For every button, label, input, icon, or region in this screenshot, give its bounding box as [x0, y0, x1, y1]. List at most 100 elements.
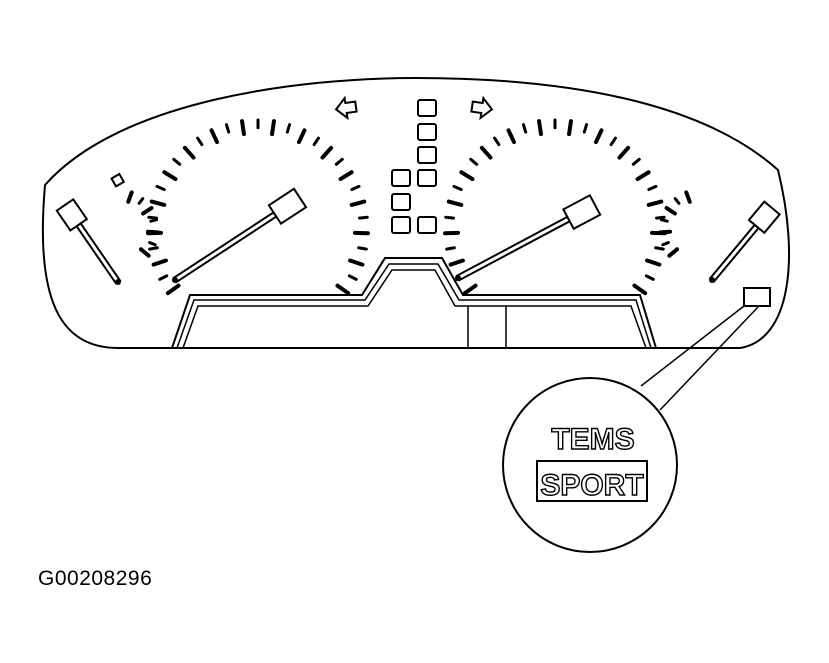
gauge-tick: [141, 206, 154, 216]
gauge-tick: [357, 246, 368, 251]
gauge-tick: [165, 283, 181, 296]
gauge-tick: [182, 145, 196, 160]
needle-shaft: [75, 221, 122, 285]
gauge-tick: [285, 123, 292, 134]
callout-sport-text: SPORT: [540, 469, 643, 502]
gauge-tick: [350, 184, 361, 192]
gauge-tick: [645, 258, 662, 267]
gauge-tick: [348, 258, 365, 267]
gauge-tick: [338, 170, 354, 182]
gauge-tick: [148, 241, 157, 247]
callout-circle: [502, 377, 678, 553]
gauge-tick: [334, 157, 344, 166]
needle-tip: [267, 187, 308, 226]
warning-light: [417, 169, 437, 187]
gauge-tick: [240, 119, 246, 137]
gauge-tick: [446, 199, 464, 207]
needle-shaft: [455, 215, 572, 282]
warning-light: [417, 123, 437, 141]
gauge-tick: [659, 218, 669, 223]
fuel-icon: [110, 172, 126, 188]
gauge-tick: [646, 199, 664, 207]
gauge-tick: [617, 145, 631, 160]
gauge-tick: [644, 274, 655, 281]
gauge-tick: [358, 215, 369, 220]
callout-tems-text: TEMS: [551, 423, 634, 456]
gauge-tick: [635, 170, 651, 182]
gauge-tick: [664, 206, 677, 216]
gauge-tick: [312, 136, 320, 147]
gauge-tick: [631, 157, 641, 166]
warning-light: [391, 169, 411, 187]
warning-light: [417, 146, 437, 164]
warning-light: [417, 99, 437, 117]
gauge-tick: [172, 157, 182, 166]
figure-id: G00208296: [38, 567, 153, 590]
needle-shaft: [172, 210, 278, 284]
gauge-tick: [684, 190, 692, 204]
gauge-tick: [667, 247, 680, 258]
gauge-tick: [149, 218, 159, 223]
right-small-gauge-needle: [708, 200, 782, 284]
gauge-tick: [479, 145, 493, 160]
gauge-tick: [296, 128, 307, 145]
gauge-tick: [654, 246, 665, 251]
gauge-tick: [609, 136, 617, 147]
gauge-tick: [444, 215, 455, 220]
gauge-tick: [448, 258, 465, 267]
needle-tip: [55, 197, 89, 232]
gauge-tick: [452, 184, 463, 192]
gauge-tick: [469, 157, 479, 166]
needle-pivot: [709, 277, 715, 283]
gauge-tick: [155, 184, 166, 192]
speedometer-ticks: [146, 118, 370, 296]
needle-pivot: [455, 275, 461, 281]
callout-leader: [640, 305, 760, 411]
cluster-housing: [41, 76, 791, 349]
gauge-tick: [506, 128, 517, 145]
gauge-tick: [126, 190, 134, 204]
gauge-tick: [270, 119, 276, 137]
gauge-tick: [582, 123, 589, 134]
left-small-gauge-needle: [55, 197, 122, 285]
gauge-tick: [149, 199, 167, 207]
gauge-tick: [196, 136, 204, 147]
gauge-tick: [320, 145, 334, 160]
warning-light-grid: [391, 99, 437, 234]
gauge-tick: [137, 197, 145, 205]
gauge-tick: [209, 128, 220, 145]
gauge-tick: [632, 283, 648, 296]
gauge-tick: [445, 246, 456, 251]
needle-pivot: [172, 277, 178, 283]
warning-light: [391, 216, 411, 234]
display-frame: [171, 257, 657, 349]
gauge-tick: [148, 246, 159, 251]
gauge-tick: [661, 241, 670, 247]
gauge-tick: [658, 229, 673, 235]
gauge-tick: [147, 215, 158, 220]
left-turn-arrow-icon: [334, 95, 358, 121]
gauge-tick: [537, 119, 543, 137]
gauge-tick: [151, 258, 168, 267]
gauge-tick: [459, 170, 475, 182]
right-turn-arrow-icon: [470, 95, 494, 121]
gauge-tick: [162, 170, 178, 182]
right-small-gauge-ticks: [658, 190, 692, 258]
gauge-tick: [593, 128, 604, 145]
gauge-tick: [493, 136, 501, 147]
gauge-tick: [462, 283, 478, 296]
gauge-tick: [158, 274, 169, 281]
gauge-tick: [138, 247, 151, 258]
needle-pivot: [115, 279, 121, 285]
speedometer-needle: [172, 187, 308, 284]
tems-sport-indicator: [743, 287, 771, 307]
gauge-tick: [521, 123, 528, 134]
gauge-tick: [647, 184, 658, 192]
gauge-tick: [673, 197, 681, 205]
gauge-tick: [349, 199, 367, 207]
sport-label-box: [536, 460, 648, 502]
needle-tip: [747, 200, 782, 235]
needle-tip: [561, 193, 602, 231]
gauge-tick: [224, 123, 231, 134]
